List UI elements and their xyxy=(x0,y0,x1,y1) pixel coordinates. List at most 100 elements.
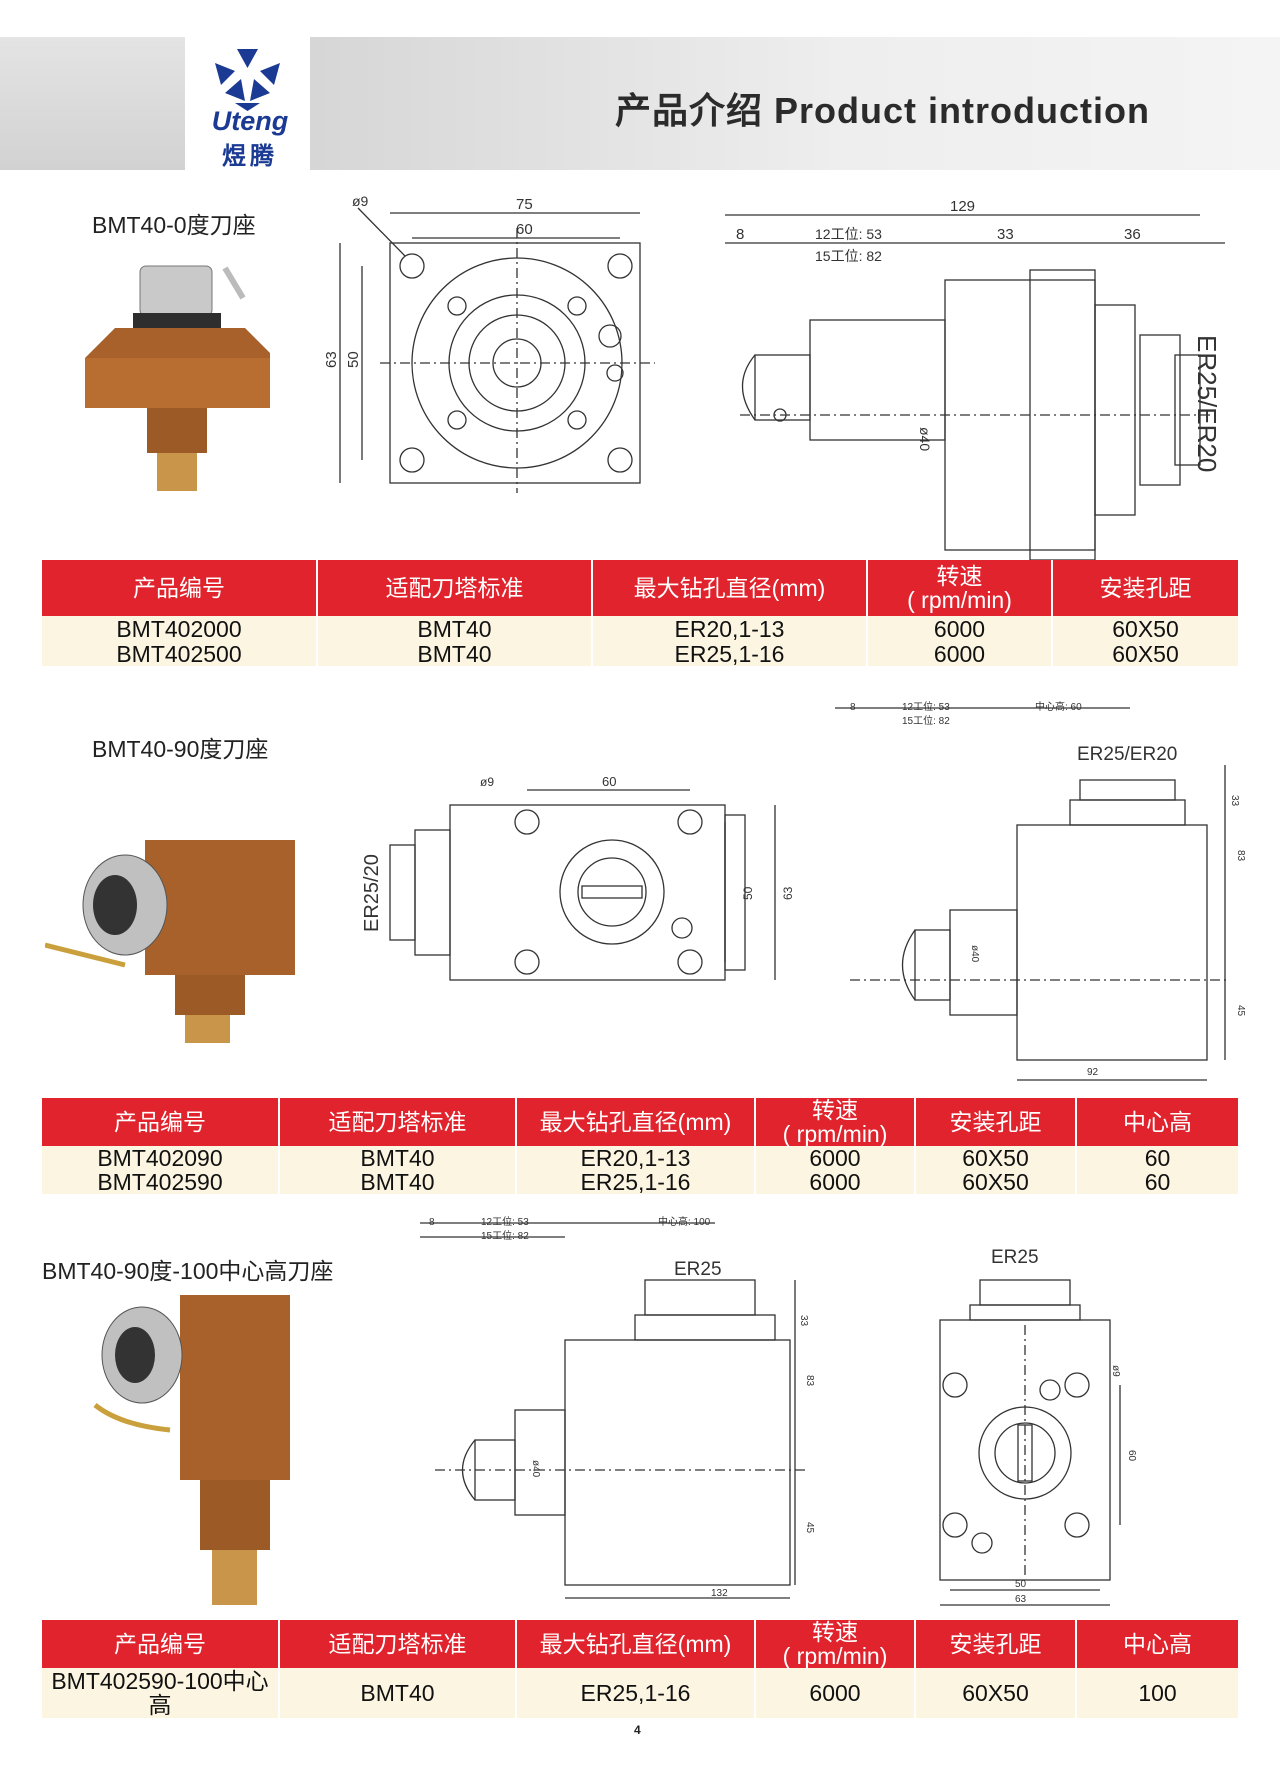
dim-label: ø40 xyxy=(969,945,980,963)
dim-label: 50 xyxy=(741,886,755,900)
col-header: 安装孔距 xyxy=(1052,560,1238,616)
dim-label: 83 xyxy=(1235,850,1246,862)
dim-label: ER25 xyxy=(674,1259,722,1280)
table-row: BMT402590-100中心高 BMT40 ER25,1-16 6000 60… xyxy=(42,1668,1238,1718)
dim-label: 33 xyxy=(997,226,1014,243)
dim-label: 12工位: 53 xyxy=(481,1215,529,1228)
cell: ER25,1-16 xyxy=(592,641,868,666)
cell: BMT40 xyxy=(317,641,593,666)
col-header-line: 转速 xyxy=(936,563,983,589)
product-photo-0deg xyxy=(85,265,270,491)
page-number: 4 xyxy=(634,1723,641,1737)
col-header-line: 转速 xyxy=(812,1619,858,1645)
section-title-90deg-100: BMT40-90度-100中心高刀座 xyxy=(42,1258,334,1284)
cell: ER20,1-13 xyxy=(592,616,868,641)
col-header: 产品编号 xyxy=(42,1620,280,1668)
cell: 100 xyxy=(1076,1668,1238,1718)
cell: 60X50 xyxy=(1052,616,1238,641)
dim-label: ø40 xyxy=(917,427,933,451)
dim-label: 83 xyxy=(804,1375,815,1387)
dim-label: 8 xyxy=(429,1217,435,1228)
cell: ER20,1-13 xyxy=(516,1146,756,1170)
dim-label: 45 xyxy=(1235,1005,1246,1017)
dim-label: 92 xyxy=(1087,1067,1099,1078)
cell: BMT40 xyxy=(317,616,593,641)
cell: 60X50 xyxy=(915,1668,1077,1718)
drawing-0deg-side xyxy=(725,214,1225,561)
dim-label: ø9 xyxy=(480,775,494,789)
dim-label: 75 xyxy=(516,196,533,213)
dim-label: 33 xyxy=(1229,795,1240,807)
dim-label: ER25/20 xyxy=(361,854,383,932)
dim-label: 63 xyxy=(323,351,340,368)
uteng-logo-icon xyxy=(215,49,280,111)
col-header: 适配刀塔标准 xyxy=(279,1098,517,1146)
cell: 6000 xyxy=(755,1170,916,1194)
drawing-0deg-front xyxy=(339,207,655,493)
dim-label: 33 xyxy=(798,1315,809,1327)
cell: BMT402090 xyxy=(42,1146,280,1170)
product-photo-90deg xyxy=(45,840,295,1043)
dim-label: 60 xyxy=(1126,1450,1137,1462)
col-header: 最大钻孔直径(mm) xyxy=(592,560,868,616)
cell: 60X50 xyxy=(915,1170,1077,1194)
dim-label: 8 xyxy=(850,702,856,713)
brand-name-en: Uteng xyxy=(211,106,289,136)
drawing-90deg-100-side-labels: 8 12工位: 53 15工位: 82 中心高: 100 ER25 33 83 … xyxy=(429,1215,815,1599)
dim-label: ER25/ER20 xyxy=(1192,335,1222,472)
dim-label: ER25 xyxy=(991,1247,1039,1268)
cell: 60X50 xyxy=(915,1146,1077,1170)
cell: 60 xyxy=(1076,1170,1238,1194)
cell: BMT40 xyxy=(279,1668,517,1718)
drawing-90deg-front-labels: ø9 60 ER25/20 50 63 xyxy=(361,774,795,932)
page-title: 产品介绍 Product introduction xyxy=(615,90,1150,131)
dim-label: ø9 xyxy=(352,193,369,209)
spec-table-0deg: 产品编号 适配刀塔标准 最大钻孔直径(mm) 转速( rpm/min) 安装孔距… xyxy=(42,560,1238,666)
cell: BMT402590 xyxy=(42,1170,280,1194)
dim-label: 8 xyxy=(736,226,744,243)
col-header-line: ( rpm/min) xyxy=(782,1121,888,1147)
dim-label: ER25/ER20 xyxy=(1077,744,1177,765)
drawing-0deg-front-labels: ø9 75 60 63 50 xyxy=(323,193,533,368)
dim-label: 60 xyxy=(516,221,533,238)
dim-label: 12工位: 53 xyxy=(902,700,950,713)
cell: BMT402000 xyxy=(42,616,318,641)
section-title-0deg: BMT40-0度刀座 xyxy=(92,212,256,238)
cell: 6000 xyxy=(755,1668,916,1718)
col-header: 转速( rpm/min) xyxy=(867,560,1053,616)
table-row: BMT402090 BMT40 ER20,1-13 6000 60X50 60 xyxy=(42,1146,1238,1170)
dim-label: 63 xyxy=(781,886,795,900)
col-header: 安装孔距 xyxy=(915,1620,1077,1668)
cell: ER25,1-16 xyxy=(516,1170,756,1194)
col-header: 最大钻孔直径(mm) xyxy=(516,1098,756,1146)
drawing-0deg-side-labels: 129 8 12工位: 53 15工位: 82 33 36 ø40 ER25/E… xyxy=(736,198,1222,472)
dim-label: 45 xyxy=(804,1522,815,1534)
dim-label: 50 xyxy=(1015,1579,1027,1590)
section-title-90deg: BMT40-90度刀座 xyxy=(92,736,269,762)
dim-label: 15工位: 82 xyxy=(481,1229,529,1242)
dim-label: 15工位: 82 xyxy=(902,714,950,727)
col-header: 产品编号 xyxy=(42,1098,280,1146)
drawing-90deg-side-labels: 8 12工位: 53 15工位: 82 中心高: 60 ER25/ER20 33… xyxy=(850,700,1246,1078)
col-header: 最大钻孔直径(mm) xyxy=(516,1620,756,1668)
dim-label: 129 xyxy=(950,198,975,215)
cell: 60 xyxy=(1076,1146,1238,1170)
col-header: 中心高 xyxy=(1076,1620,1238,1668)
dim-label: ø9 xyxy=(1110,1365,1121,1377)
col-header: 转速( rpm/min) xyxy=(755,1097,916,1147)
col-header-line: ( rpm/min) xyxy=(907,587,1012,613)
product-photo-90deg-100 xyxy=(93,1295,290,1605)
col-header: 转速( rpm/min) xyxy=(755,1619,916,1669)
drawing-90deg-100-front xyxy=(939,1279,1121,1606)
col-header-line: 转速 xyxy=(812,1097,858,1123)
cell: BMT402590-100中心高 xyxy=(42,1668,280,1718)
dim-label: 63 xyxy=(1015,1594,1027,1605)
drawing-90deg-100-side xyxy=(420,1222,805,1599)
drawing-90deg-100-front-labels: ER25 ø9 60 50 63 xyxy=(991,1247,1137,1605)
spec-table-90deg-100: 产品编号 适配刀塔标准 最大钻孔直径(mm) 转速( rpm/min) 安装孔距… xyxy=(42,1620,1238,1718)
col-header-line: ( rpm/min) xyxy=(782,1643,888,1669)
header-left-band xyxy=(0,37,185,170)
cell: 6000 xyxy=(755,1146,916,1170)
table-row: BMT402000 BMT40 ER20,1-13 6000 60X50 xyxy=(42,616,1238,641)
dim-label: 中心高: 60 xyxy=(1035,700,1082,713)
